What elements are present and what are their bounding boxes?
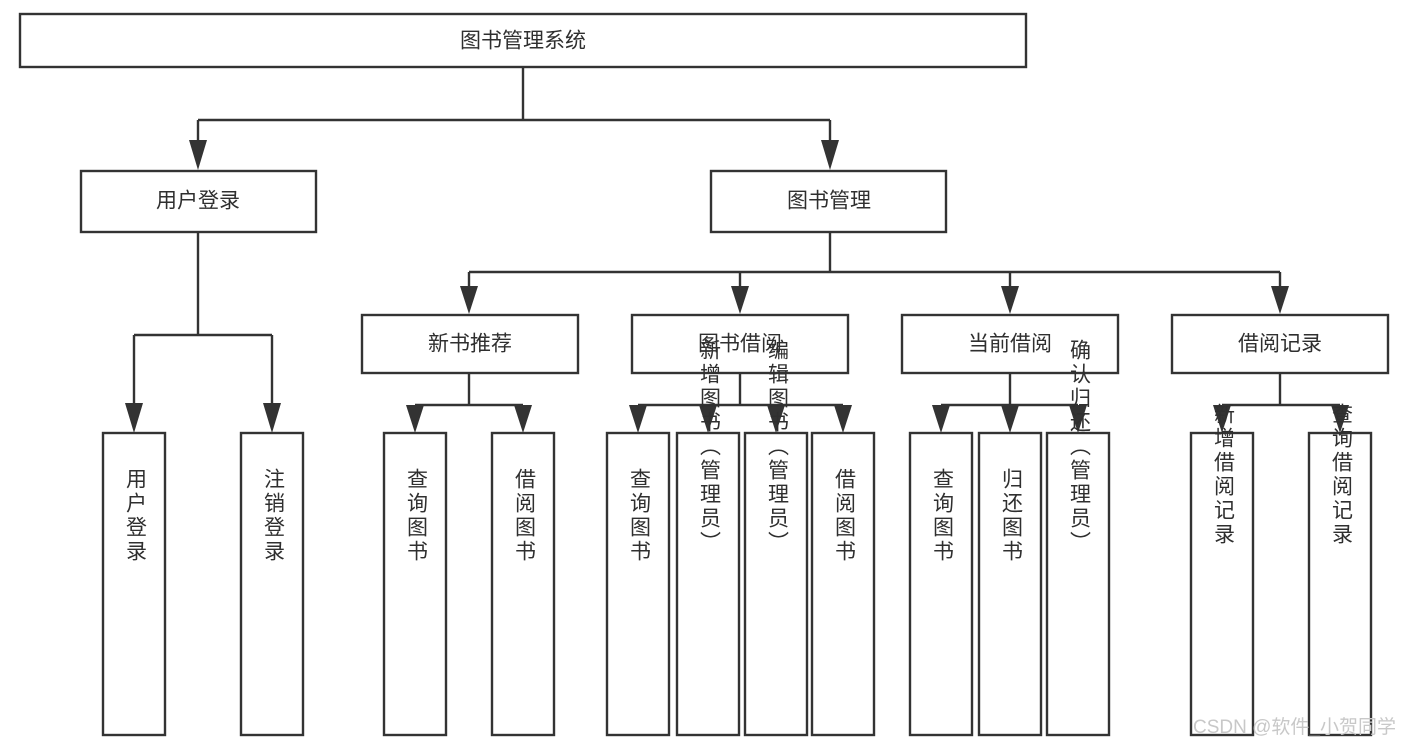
leaf-book-borrow-4-label: 借阅图书 bbox=[832, 468, 856, 564]
leaf-new-book-1[interactable]: 查询图书 bbox=[382, 431, 448, 737]
node-current-borrow-label: 当前借阅 bbox=[968, 333, 1052, 356]
arrow-head-currentborrow-c3 bbox=[1069, 405, 1087, 433]
node-new-book-recommend-box[interactable] bbox=[360, 313, 580, 375]
arrow-head-bookborrow-c3 bbox=[767, 405, 785, 433]
node-new-book-recommend-label: 新书推荐 bbox=[428, 333, 512, 356]
leaf-new-book-2-label: 借阅图书 bbox=[512, 468, 536, 564]
node-current-borrow-box[interactable] bbox=[900, 313, 1120, 375]
arrow-head-bookborrow-c1 bbox=[629, 405, 647, 433]
node-book-management-label: 图书管理 bbox=[787, 190, 871, 213]
leaf-new-book-1-label: 查询图书 bbox=[404, 468, 428, 564]
leaf-borrow-record-1-label: 新增借阅记录 bbox=[1211, 403, 1235, 547]
arrow-head-borrowrecord-c2 bbox=[1331, 405, 1349, 433]
leaf-borrow-record-2-box[interactable] bbox=[1307, 431, 1373, 737]
node-new-book-recommend[interactable]: 新书推荐 bbox=[360, 313, 580, 375]
arrow-head-borrowrecord bbox=[1271, 286, 1289, 314]
node-book-management[interactable]: 图书管理 bbox=[709, 169, 948, 234]
arrow-head-userlogin bbox=[189, 140, 207, 170]
leaf-current-borrow-1[interactable]: 查询图书 bbox=[908, 431, 974, 737]
node-book-borrow-label: 图书借阅 bbox=[698, 333, 782, 356]
arrow-head-userlogin-c2 bbox=[263, 403, 281, 433]
arrow-head-currentborrow-c1 bbox=[932, 405, 950, 433]
node-borrow-record[interactable]: 借阅记录 bbox=[1170, 313, 1390, 375]
arrow-head-bookborrow bbox=[731, 286, 749, 314]
connector-group-book-borrow bbox=[629, 373, 852, 433]
leaf-book-borrow-3[interactable]: 编辑图书（管理员） bbox=[743, 339, 809, 737]
leaf-borrow-record-2-label: 查询借阅记录 bbox=[1329, 403, 1353, 547]
leaf-current-borrow-3-label: 确认归还（管理员） bbox=[1067, 339, 1091, 555]
node-user-login[interactable]: 用户登录 bbox=[79, 169, 318, 234]
arrow-head-bookborrow-c4 bbox=[834, 405, 852, 433]
arrow-head-bookmgmt bbox=[821, 140, 839, 170]
node-current-borrow[interactable]: 当前借阅 bbox=[900, 313, 1120, 375]
connector-group-book-management bbox=[460, 232, 1289, 314]
leaf-current-borrow-1-box[interactable] bbox=[908, 431, 974, 737]
leaf-new-book-2-box[interactable] bbox=[490, 431, 556, 737]
connector-group-new-book-recommend bbox=[406, 373, 532, 433]
arrow-head-currentborrow bbox=[1001, 286, 1019, 314]
node-book-borrow-box[interactable] bbox=[630, 313, 850, 375]
arrow-head-borrowrecord-c1 bbox=[1213, 405, 1231, 433]
arrow-head-bookborrow-c2 bbox=[699, 405, 717, 433]
leaf-user-login-2[interactable]: 注销登录 bbox=[239, 431, 305, 737]
leaf-book-borrow-2-label: 新增图书（管理员） bbox=[697, 339, 721, 555]
node-book-management-box[interactable] bbox=[709, 169, 948, 234]
node-user-login-label: 用户登录 bbox=[156, 190, 240, 213]
node-root-system[interactable]: 图书管理系统 bbox=[18, 12, 1028, 69]
leaf-book-borrow-4-box[interactable] bbox=[810, 431, 876, 737]
csdn-watermark: CSDN @软件_小贺同学 bbox=[1193, 716, 1396, 738]
leaf-current-borrow-3[interactable]: 确认归还（管理员） bbox=[1045, 339, 1111, 737]
leaf-book-borrow-1[interactable]: 查询图书 bbox=[605, 431, 671, 737]
connector-group-root bbox=[189, 67, 839, 170]
leaf-current-borrow-3-box[interactable] bbox=[1045, 431, 1111, 737]
node-borrow-record-label: 借阅记录 bbox=[1238, 333, 1322, 356]
leaf-current-borrow-2[interactable]: 归还图书 bbox=[977, 431, 1043, 737]
leaf-book-borrow-1-label: 查询图书 bbox=[627, 468, 651, 564]
node-borrow-record-box[interactable] bbox=[1170, 313, 1390, 375]
leaf-user-login-2-label: 注销登录 bbox=[261, 468, 285, 564]
leaf-book-borrow-3-box[interactable] bbox=[743, 431, 809, 737]
leaf-user-login-1-label: 用户登录 bbox=[123, 468, 147, 564]
connector-group-current-borrow bbox=[932, 373, 1087, 433]
leaf-current-borrow-2-label: 归还图书 bbox=[999, 468, 1023, 564]
arrow-head-userlogin-c1 bbox=[125, 403, 143, 433]
leaf-user-login-1[interactable]: 用户登录 bbox=[101, 431, 167, 737]
node-user-login-box[interactable] bbox=[79, 169, 318, 234]
node-book-borrow[interactable]: 图书借阅 bbox=[630, 313, 850, 375]
leaf-book-borrow-3-label: 编辑图书（管理员） bbox=[765, 339, 789, 555]
arrow-head-newbook-c1 bbox=[406, 405, 424, 433]
leaf-book-borrow-2[interactable]: 新增图书（管理员） bbox=[675, 339, 741, 737]
connector-group-user-login bbox=[125, 232, 281, 433]
leaf-user-login-2-box[interactable] bbox=[239, 431, 305, 737]
leaf-book-borrow-2-box[interactable] bbox=[675, 431, 741, 737]
node-root-label: 图书管理系统 bbox=[460, 30, 586, 53]
leaf-new-book-2[interactable]: 借阅图书 bbox=[490, 431, 556, 737]
leaf-new-book-1-box[interactable] bbox=[382, 431, 448, 737]
connector-group-borrow-record bbox=[1213, 373, 1349, 433]
leaf-current-borrow-1-label: 查询图书 bbox=[930, 468, 954, 564]
node-root-box[interactable] bbox=[18, 12, 1028, 69]
leaf-borrow-record-2[interactable]: 查询借阅记录 bbox=[1307, 403, 1373, 737]
leaf-borrow-record-1[interactable]: 新增借阅记录 bbox=[1189, 403, 1255, 737]
leaf-book-borrow-4[interactable]: 借阅图书 bbox=[810, 431, 876, 737]
arrow-head-newbook bbox=[460, 286, 478, 314]
leaf-borrow-record-1-box[interactable] bbox=[1189, 431, 1255, 737]
arrow-head-newbook-c2 bbox=[514, 405, 532, 433]
arrow-head-currentborrow-c2 bbox=[1001, 405, 1019, 433]
leaf-book-borrow-1-box[interactable] bbox=[605, 431, 671, 737]
leaf-user-login-1-box[interactable] bbox=[101, 431, 167, 737]
leaf-current-borrow-2-box[interactable] bbox=[977, 431, 1043, 737]
